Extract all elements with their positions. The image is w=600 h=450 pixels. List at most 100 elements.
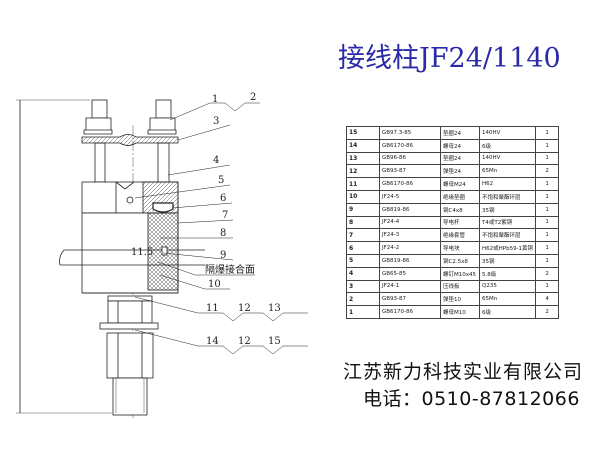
standard-code-cell: GB97.3-85: [379, 126, 441, 140]
part-name-cell: 导电杆: [440, 215, 480, 230]
callout-1: 1: [212, 94, 218, 105]
standard-code-cell: JF24-2: [379, 241, 441, 255]
part-number-cell: 14: [346, 138, 380, 153]
dimension-label: 11.5: [131, 247, 153, 258]
callout-4: 4: [213, 155, 219, 166]
callout-13: 13: [268, 303, 281, 314]
quantity-cell: 1: [535, 177, 560, 191]
phone-number: 电话：0510-87812066: [363, 388, 580, 410]
material-cell: 不饱和聚酯环层: [478, 189, 537, 204]
standard-code-cell: GB93-87: [379, 164, 441, 179]
part-number-cell: 10: [346, 189, 380, 204]
part-name-cell: 钢C4x8: [440, 202, 480, 217]
part-name-cell: 导电块: [440, 241, 480, 255]
part-number-cell: 13: [346, 151, 380, 166]
company-name: 江苏新力科技实业有限公司: [343, 361, 584, 383]
quantity-cell: 2: [535, 164, 560, 179]
part-number-cell: 8: [346, 215, 380, 230]
bottom-nuts-and-stud: [99, 295, 159, 416]
part-name-cell: 绝缘垫圈: [440, 189, 480, 204]
callout-15: 15: [268, 336, 281, 347]
material-cell: 65Mn: [478, 164, 537, 179]
part-name-cell: 弹垫24: [440, 164, 480, 179]
quantity-cell: 1: [535, 279, 560, 294]
part-number-cell: 9: [346, 202, 380, 217]
standard-code-cell: JF24-5: [379, 189, 441, 204]
material-cell: 5.8级: [478, 266, 537, 281]
part-number-cell: 2: [346, 292, 380, 307]
part-number-cell: 4: [346, 266, 380, 281]
part-number-cell: 5: [346, 253, 380, 268]
part-name-cell: 螺母24: [440, 138, 480, 153]
quantity-cell: 1: [535, 138, 560, 153]
callout-12b: 12: [238, 336, 251, 347]
part-name-cell: 螺母M10: [440, 305, 480, 319]
standard-code-cell: GB6170-86: [379, 138, 441, 153]
part-number-cell: 12: [346, 164, 380, 179]
quantity-cell: 1: [535, 253, 560, 268]
quantity-cell: 1: [535, 151, 560, 166]
callout-8: 8: [220, 228, 226, 239]
part-number-cell: 15: [346, 126, 380, 140]
part-number-cell: 1: [346, 305, 380, 319]
standard-code-cell: JF24-4: [379, 215, 441, 230]
part-name-cell: 绝缘套管: [440, 228, 480, 243]
standard-code-cell: GB819-86: [379, 202, 441, 217]
part-name-cell: 垫圈24: [440, 126, 480, 140]
material-cell: H62或HPb59-1黄铜: [478, 241, 537, 255]
standard-code-cell: GB6170-86: [379, 177, 441, 191]
standard-code-cell: GB6170-86: [379, 305, 441, 319]
height-dimension-line: [16, 99, 112, 414]
part-number-cell: 6: [346, 241, 380, 255]
quantity-cell: 2: [535, 266, 560, 281]
callout-10: 10: [208, 279, 221, 290]
callout-7: 7: [222, 210, 228, 221]
callout-5: 5: [218, 175, 224, 186]
callout-11: 11: [206, 303, 219, 314]
material-cell: 6级: [478, 138, 537, 153]
material-cell: 6级: [478, 305, 537, 319]
part-name-cell: 螺母M24: [440, 177, 480, 191]
material-cell: H62: [478, 177, 537, 191]
callout-9: 9: [220, 250, 226, 261]
quantity-cell: 1: [535, 228, 560, 243]
flange-wall: [59, 246, 205, 266]
callout-labels: 1 2 3 4 5 6 7 8 9 隔爆接合面 10 11 12 13 14 1…: [131, 92, 281, 347]
part-number-cell: 11: [346, 177, 380, 191]
callout-3: 3: [213, 116, 219, 127]
callout-2: 2: [250, 92, 256, 103]
top-nuts: [83, 117, 177, 135]
quantity-cell: 2: [535, 305, 560, 319]
standard-code-cell: GB65-85: [379, 266, 441, 281]
part-name-cell: 压线板: [440, 279, 480, 294]
part-number-cell: 7: [346, 228, 380, 243]
part-number-cell: 3: [346, 279, 380, 294]
interface-label: 隔爆接合面: [205, 263, 255, 276]
pressure-plate: [81, 134, 179, 146]
material-cell: 不饱和聚酯环层: [478, 228, 537, 243]
quantity-cell: 1: [535, 189, 560, 204]
part-name-cell: 弹垫10: [440, 292, 480, 307]
standard-code-cell: GB96-86: [379, 151, 441, 166]
terminal-post-drawing: 1 2 3 4 5 6 7 8 9 隔爆接合面 10 11 12 13 14 1…: [16, 92, 308, 418]
material-cell: 35钢: [478, 202, 537, 217]
part-name-cell: 钢C2.5x8: [440, 253, 480, 268]
material-cell: Q235: [478, 279, 537, 294]
standard-code-cell: GB93-87: [379, 292, 441, 307]
callout-6: 6: [220, 193, 226, 204]
part-name-cell: 垫圈24: [440, 151, 480, 166]
